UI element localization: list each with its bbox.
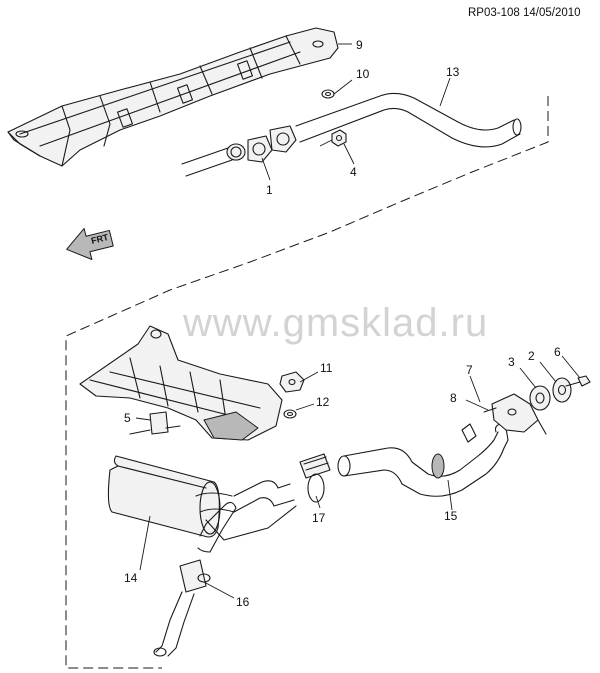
assembly-boundary	[65, 96, 549, 669]
insulator-5	[129, 411, 181, 435]
front-pipe	[181, 125, 297, 177]
callout-11: 11	[320, 361, 333, 375]
callout-labels: 9 10 13 1 4 11 12 5 7 3 2 6 8 17 15 14 1…	[124, 38, 561, 609]
callout-1: 1	[266, 183, 273, 197]
callout-15: 15	[444, 509, 458, 523]
diagram-reference: RP03-108 14/05/2010	[468, 7, 581, 19]
intermediate-pipe-13	[295, 92, 522, 148]
bolt-6	[565, 375, 591, 387]
washer-12	[283, 409, 297, 419]
callout-17: 17	[312, 511, 326, 525]
callout-2: 2	[528, 349, 535, 363]
muffler-14	[107, 455, 235, 538]
heat-shield	[7, 27, 339, 167]
tail-pipe-16	[153, 501, 237, 657]
insulator-3	[529, 385, 551, 411]
callout-10: 10	[356, 67, 370, 81]
callout-6: 6	[554, 345, 561, 359]
callout-9: 9	[356, 38, 363, 52]
leader-lines	[135, 43, 581, 599]
front-arrow-icon: FRT	[66, 227, 114, 261]
callout-13: 13	[446, 65, 460, 79]
nut-4	[319, 129, 347, 147]
callout-16: 16	[236, 595, 250, 609]
hanger-11	[279, 371, 305, 393]
callout-14: 14	[124, 571, 138, 585]
watermark: www.gmsklad.ru	[182, 301, 488, 345]
callout-12: 12	[316, 395, 330, 409]
callout-4: 4	[350, 165, 357, 179]
muffler-inlet-pipe	[205, 480, 297, 541]
rear-crossmember	[79, 325, 283, 441]
callout-8: 8	[450, 391, 457, 405]
hanger-bracket-7	[483, 393, 547, 435]
callout-3: 3	[508, 355, 515, 369]
washer-10	[321, 89, 335, 99]
intermediate-pipe-15	[337, 423, 509, 497]
front-indicator-label: FRT	[90, 232, 110, 246]
clamp-17	[299, 453, 331, 503]
retainer-2	[552, 377, 572, 403]
callout-5: 5	[124, 411, 131, 425]
callout-7: 7	[466, 363, 473, 377]
